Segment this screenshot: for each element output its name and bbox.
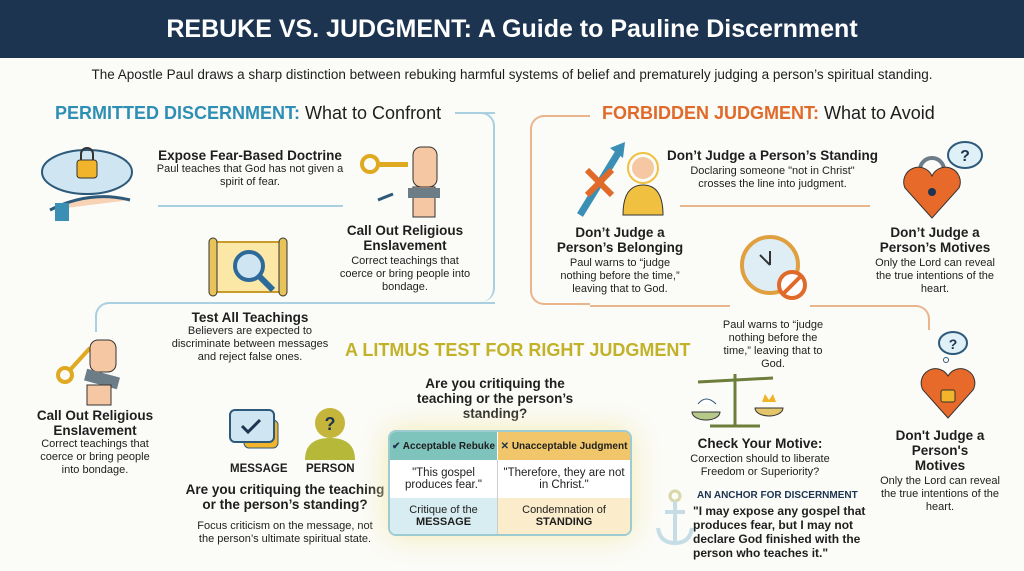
standing-card: Don’t Judge a Person’s Standing Doclarin… bbox=[660, 148, 885, 191]
permitted-heading: PERMITTED DISCERNMENT: What to Confront bbox=[55, 103, 442, 123]
item-title: Call Out Religious Enslavement bbox=[36, 408, 154, 438]
item-title: Don't Judge a Person's Motives bbox=[895, 428, 985, 473]
item-desc: Paul warns to “judge nothing before the … bbox=[560, 257, 680, 295]
svg-text:?: ? bbox=[949, 336, 958, 352]
litmus-question: Are you critiquing the teaching or the p… bbox=[416, 376, 574, 421]
message-label: MESSAGE bbox=[230, 463, 288, 475]
svg-text:?: ? bbox=[960, 148, 970, 165]
acceptable-quote: "This gospel produces fear." bbox=[390, 460, 499, 498]
acceptable-header: ✔ Acceptable Rebuke bbox=[390, 432, 499, 460]
test-teachings-card: Test All Teachings Believers are expecte… bbox=[165, 310, 335, 364]
judge-nothing-note: Paul warns to “judge nothing before the … bbox=[722, 319, 824, 370]
focus-note: Focus criticism on the message, not the … bbox=[197, 520, 373, 545]
item-desc: Paul teaches that God has not given a sp… bbox=[156, 163, 344, 188]
item-title: Don’t Judge a Person’s Belonging bbox=[556, 225, 684, 255]
heart-lock-icon: ? bbox=[903, 141, 983, 219]
item-title: Expose Fear-Based Doctrine bbox=[158, 148, 342, 163]
item-desc: Correct teachings that coerce or bring p… bbox=[339, 255, 471, 293]
page-title: REBUKE VS. JUDGMENT: A Guide to Pauline … bbox=[0, 0, 1024, 58]
item-desc: Only the Lord can reveal the true intent… bbox=[880, 475, 1000, 513]
item-desc: Believers are expected to discriminate b… bbox=[171, 325, 329, 363]
call-out-enslavement-card: Call Out Religious Enslavement Correct t… bbox=[335, 223, 475, 294]
cloud-lock-icon bbox=[41, 147, 133, 221]
divider bbox=[810, 305, 930, 330]
check-icon: ✔ bbox=[391, 440, 403, 452]
item-desc: Corxection should to liberate Freedom or… bbox=[690, 453, 830, 478]
unacceptable-header: ✕ Unacceptable Judgment bbox=[497, 432, 630, 460]
divider bbox=[475, 112, 495, 302]
item-desc: Only the Lord can reveal the true intent… bbox=[875, 257, 995, 295]
item-desc: Doclaring someone "not in Christ" crosse… bbox=[690, 165, 855, 190]
motives-card-2: Don't Judge a Person's Motives Only the … bbox=[872, 428, 1008, 514]
key-fist-icon bbox=[56, 339, 120, 406]
anchor-icon bbox=[656, 489, 694, 546]
divider bbox=[158, 205, 343, 207]
divider bbox=[530, 115, 590, 305]
item-title: Check Your Motive: bbox=[697, 436, 823, 451]
litmus-question-2: Are you critiquing the teaching or the p… bbox=[185, 482, 385, 512]
belonging-card: Don’t Judge a Person’s Belonging Paul wa… bbox=[555, 225, 685, 296]
divider bbox=[680, 205, 870, 207]
anchor-heading: AN ANCHOR FOR DISCERNMENT bbox=[697, 490, 858, 501]
divider bbox=[95, 302, 495, 332]
scale-icon bbox=[691, 374, 784, 428]
litmus-table: ✔ Acceptable Rebuke ✕ Unacceptable Judgm… bbox=[388, 430, 632, 536]
heart-lock-thought-icon: ? bbox=[920, 331, 976, 419]
key-fist-icon bbox=[360, 146, 440, 218]
subtitle: The Apostle Paul draws a sharp distincti… bbox=[91, 67, 933, 82]
person-question-icon: ? bbox=[305, 408, 355, 460]
clock-forbidden-icon bbox=[740, 235, 807, 300]
svg-text:?: ? bbox=[325, 414, 336, 434]
expose-doctrine-card: Expose Fear-Based Doctrine Paul teaches … bbox=[155, 148, 345, 189]
item-desc: Correct teachings that coerce or bring p… bbox=[40, 438, 150, 476]
item-title: Don’t Judge a Person’s Standing bbox=[666, 148, 879, 163]
divider bbox=[590, 305, 730, 307]
litmus-heading: A LITMUS TEST FOR RIGHT JUDGMENT bbox=[345, 340, 691, 360]
item-title: Call Out Religious Enslavement bbox=[346, 223, 464, 253]
motives-card: Don’t Judge a Person’s Motives Only the … bbox=[872, 225, 998, 296]
forbidden-heading: FORBIDDEN JUDGMENT: What to Avoid bbox=[602, 103, 935, 123]
anchor-quote: "I may expose any gospel that produces f… bbox=[693, 504, 866, 560]
call-out-enslavement-card-2: Call Out Religious Enslavement Correct t… bbox=[30, 408, 160, 477]
scroll-magnifier-icon bbox=[208, 237, 288, 297]
item-title: Don’t Judge a Person’s Motives bbox=[879, 225, 991, 255]
message-check-icon bbox=[229, 409, 279, 449]
x-icon: ✕ bbox=[500, 440, 512, 452]
item-title: Test All Teachings bbox=[191, 310, 309, 325]
person-label: PERSON bbox=[306, 463, 355, 475]
arrow-figure-icon bbox=[577, 142, 664, 217]
unacceptable-quote: "Therefore, they are not in Christ." bbox=[503, 467, 625, 491]
check-motive-card: Check Your Motive: Corxection should to … bbox=[670, 436, 850, 479]
